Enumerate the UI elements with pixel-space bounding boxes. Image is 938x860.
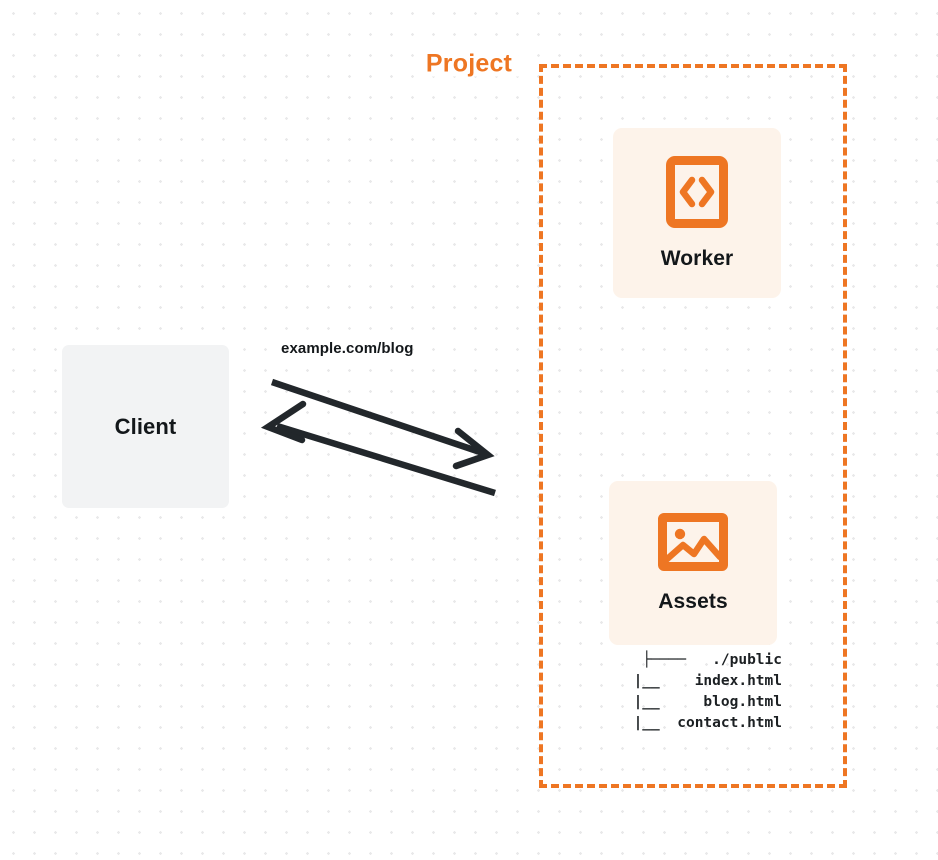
worker-node[interactable]: Worker <box>613 128 781 298</box>
image-picture-icon <box>658 512 728 576</box>
assets-label: Assets <box>658 589 728 613</box>
request-url-label: example.com/blog <box>281 340 414 357</box>
worker-label: Worker <box>660 246 734 270</box>
project-title: Project <box>418 51 520 77</box>
client-label: Client <box>114 413 177 439</box>
assets-node[interactable]: Assets <box>609 481 777 645</box>
client-node[interactable]: Client <box>62 345 229 508</box>
assets-file-tree: ├──── ./public |__ index.html |__ blog.h… <box>633 652 782 731</box>
project-container[interactable] <box>539 64 847 788</box>
code-brackets-icon <box>666 155 728 233</box>
